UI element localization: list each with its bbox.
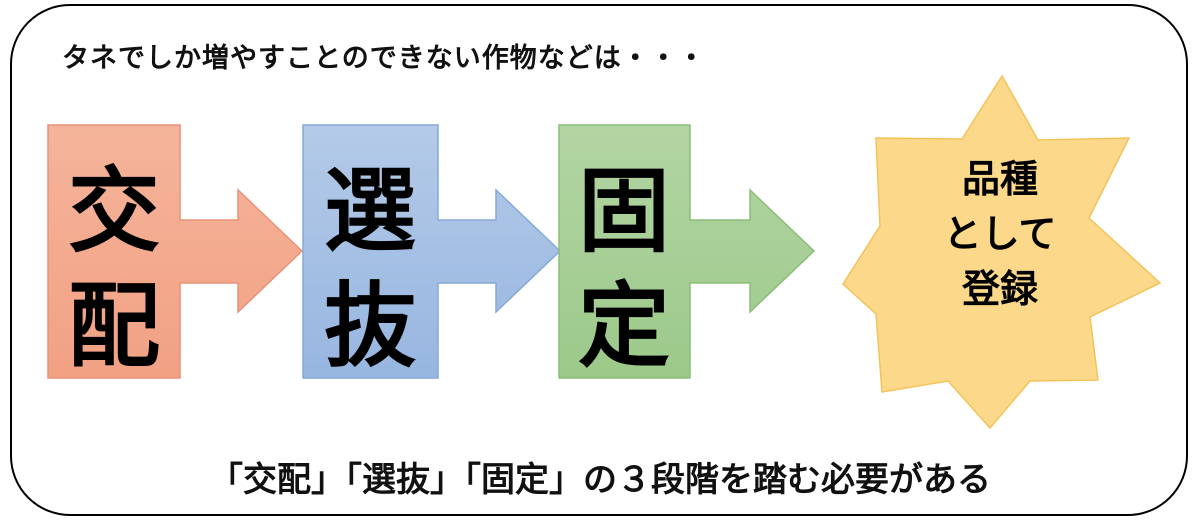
goal-label-line-3: 登録 — [961, 267, 1039, 311]
step-kotei-char-1: 固 — [578, 158, 670, 265]
step-kouhai-char-1: 交 — [68, 158, 160, 265]
goal-star: 品種 として 登録 — [842, 74, 1162, 430]
step-senbatsu-char-1: 選 — [324, 158, 416, 265]
step-senbatsu-char-2: 抜 — [324, 273, 416, 380]
step-senbatsu-arrow-shape — [302, 124, 562, 379]
intro-text: タネでしか増やすことのできない作物などは・・・ — [62, 43, 706, 74]
step-kouhai-char-2: 配 — [68, 273, 160, 380]
step-kouhai: 交 配 — [47, 124, 304, 380]
conclusion-text: 「交配」「選抜」「固定」の３段階を踏む必要がある — [209, 460, 991, 500]
step-kotei-char-2: 定 — [578, 273, 670, 380]
step-kotei-arrow-shape — [558, 124, 816, 379]
goal-label-line-2: として — [944, 212, 1057, 256]
step-senbatsu: 選 抜 — [302, 124, 562, 380]
goal-label-line-1: 品種 — [962, 157, 1038, 201]
step-kouhai-arrow-shape — [47, 124, 304, 379]
step-kotei: 固 定 — [558, 124, 816, 380]
goal-star-shape — [842, 74, 1162, 430]
